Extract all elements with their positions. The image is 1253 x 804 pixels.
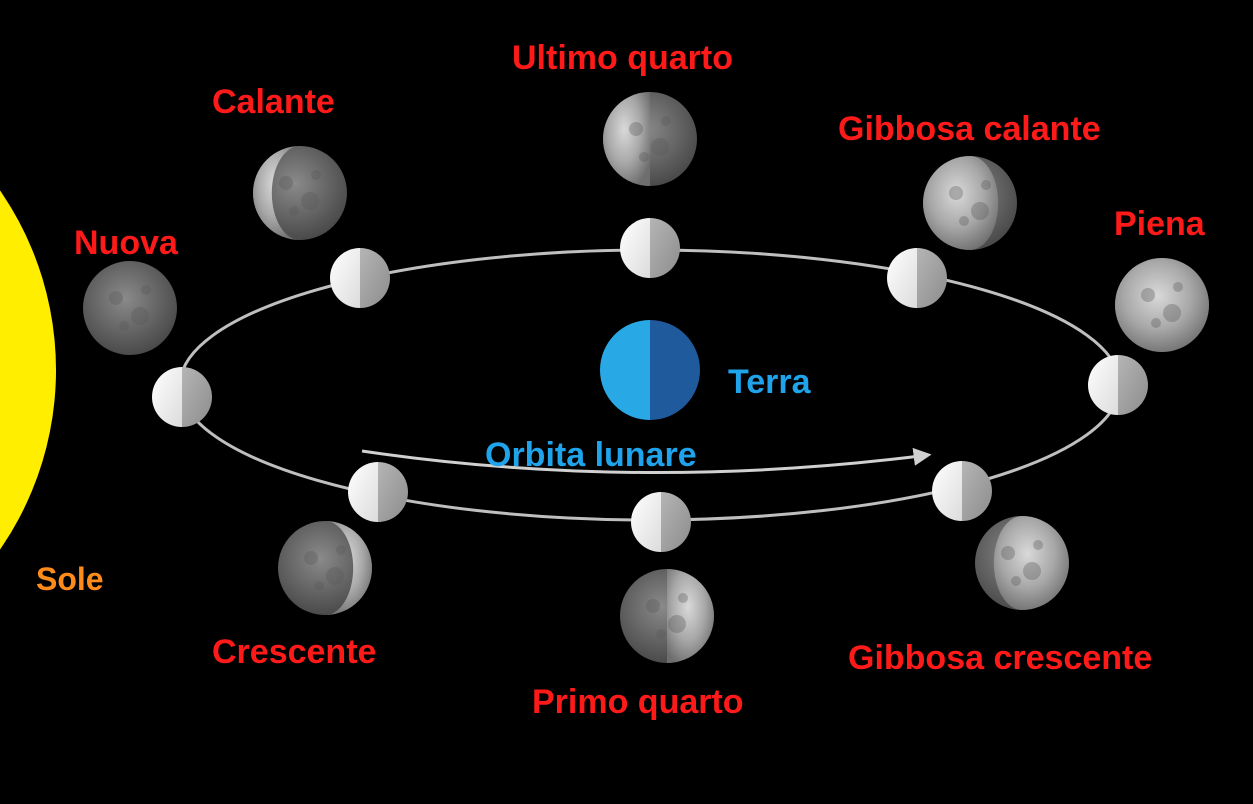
phase-label-gibbosa-calante: Gibbosa calante	[838, 110, 1101, 148]
sun-disc	[0, 190, 56, 550]
phase-moon-primo-quarto	[620, 569, 714, 663]
phase-moon-gibbosa-calante	[923, 156, 1017, 250]
phase-moon-crescente	[278, 521, 372, 615]
orbit-moon-piena	[1088, 355, 1148, 415]
phase-label-gibbosa-crescente: Gibbosa crescente	[848, 639, 1153, 677]
orbit-moon-nuova	[152, 367, 212, 427]
sun-label: Sole	[36, 561, 104, 597]
phase-label-calante: Calante	[212, 83, 335, 121]
orbit-moon-primo-quarto	[631, 492, 691, 552]
orbit-moon-ultimo-quarto	[620, 218, 680, 278]
phase-moon-nuova	[83, 261, 177, 355]
orbit-label: Orbita lunare	[485, 436, 697, 474]
phase-label-crescente: Crescente	[212, 633, 377, 671]
phase-moon-ultimo-quarto	[603, 91, 697, 186]
phase-label-piena: Piena	[1114, 205, 1205, 243]
phase-moon-calante	[253, 146, 347, 240]
earth-label: Terra	[728, 363, 811, 401]
orbit-moon-gibbosa-calante	[887, 248, 947, 308]
orbit-moon-gibbosa-crescente	[932, 461, 992, 521]
phase-moon-piena	[1115, 258, 1209, 352]
phase-moon-gibbosa-crescente	[975, 516, 1069, 610]
orbit-moon-calante	[330, 248, 390, 308]
earth	[600, 320, 700, 420]
orbit-direction-arrow	[361, 447, 932, 475]
phase-label-nuova: Nuova	[74, 224, 178, 262]
phase-label-ultimo-quarto: Ultimo quarto	[512, 39, 733, 77]
phase-label-primo-quarto: Primo quarto	[532, 683, 744, 721]
orbit-moon-crescente	[348, 462, 408, 522]
